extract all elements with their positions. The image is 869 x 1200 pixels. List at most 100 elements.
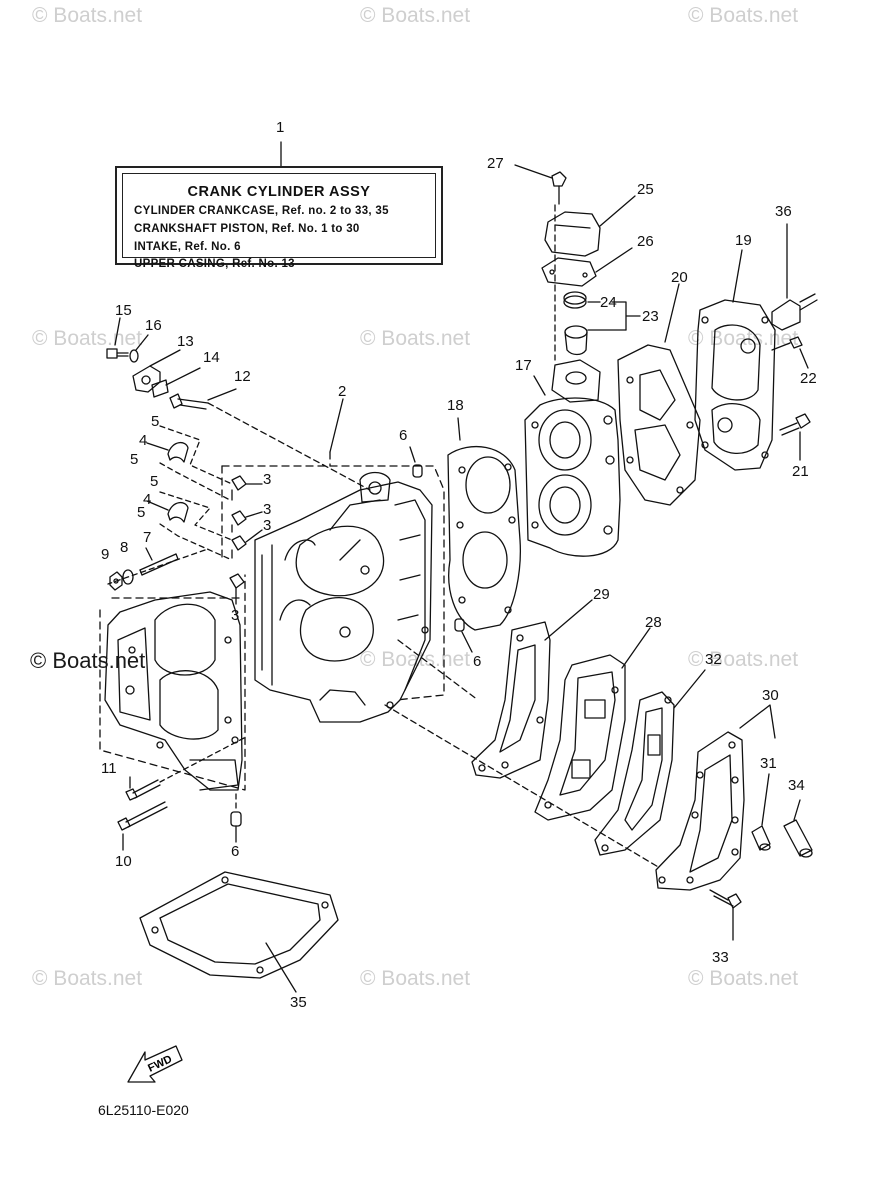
watermark: © Boats.net	[360, 648, 471, 671]
ref-number: 29	[593, 586, 610, 603]
ref-number: 8	[120, 539, 129, 556]
sensor-36	[771, 223, 818, 331]
legend-line: UPPER CASING, Ref. No. 13	[134, 258, 295, 270]
watermark: © Boats.net	[688, 4, 799, 27]
ref-number: 19	[735, 232, 752, 249]
ref-number: 5	[151, 413, 160, 430]
ref-number: 7	[143, 529, 152, 546]
ref-number: 20	[671, 269, 688, 286]
gasket-32	[594, 669, 706, 856]
plug-34	[783, 799, 813, 858]
bolt-3	[231, 529, 263, 559]
forward-direction-arrow	[127, 1045, 183, 1083]
legend-title: CRANK CYLINDER ASSY	[187, 184, 371, 200]
crankcase	[254, 471, 433, 723]
bracket-13	[132, 349, 181, 393]
ref-number: 16	[145, 317, 162, 334]
inner-plate-28	[534, 627, 651, 821]
exhaust-cover-19	[694, 249, 776, 471]
ref-number: 9	[101, 546, 110, 563]
ref-number: 26	[637, 233, 654, 250]
ref-number: 5	[150, 473, 159, 490]
outer-cover-30	[655, 704, 776, 891]
crankcase-assembly-boundary	[99, 451, 445, 791]
watermark: © Boats.net	[688, 327, 799, 350]
dowel-pin-6	[409, 446, 423, 478]
ref-number: 3	[263, 501, 272, 518]
ref-number: 6	[473, 653, 482, 670]
ref-number: 2	[338, 383, 347, 400]
washer-9	[109, 571, 123, 591]
ref-number: 31	[760, 755, 777, 772]
assembly-guide-lines	[384, 639, 661, 869]
ref-number: 21	[792, 463, 809, 480]
ref-number: 1	[276, 119, 285, 136]
dowel-pin-6	[230, 811, 242, 843]
ref-number: 33	[712, 949, 729, 966]
ref-number: 22	[800, 370, 817, 387]
legend-line: CRANKSHAFT PISTON, Ref. No. 1 to 30	[134, 223, 360, 235]
ref-number: 28	[645, 614, 662, 631]
bolt-27	[514, 164, 567, 361]
watermark: © Boats.net	[360, 4, 471, 27]
ref-number: 13	[177, 333, 194, 350]
ref-number: 6	[231, 843, 240, 860]
ref-number: 24	[600, 294, 617, 311]
ref-number: 17	[515, 357, 532, 374]
watermark: © Boats.net	[30, 648, 146, 673]
bearing-4	[146, 500, 189, 523]
ref-number: 4	[143, 491, 152, 508]
ref-number: 36	[775, 203, 792, 220]
ref-number: 35	[290, 994, 307, 1011]
legend-frame: CRANK CYLINDER ASSY CYLINDER CRANKCASE, …	[122, 173, 436, 270]
stud-7	[139, 547, 179, 576]
ref-number: 32	[705, 651, 722, 668]
exhaust-gasket-20	[617, 283, 701, 506]
bolt-22	[771, 336, 809, 369]
ref-number: 5	[137, 504, 146, 521]
thermostat-24	[563, 291, 601, 309]
bolt-11	[125, 776, 161, 801]
washer-16	[129, 334, 149, 363]
assembly-guide-lines	[107, 425, 233, 585]
bearing-4	[146, 442, 189, 463]
ref-number: 3	[263, 471, 272, 488]
ref-number: 6	[399, 427, 408, 444]
bolt-15	[106, 317, 129, 359]
ref-number: 4	[139, 432, 148, 449]
ref-number: 15	[115, 302, 132, 319]
dowel-pin-6	[454, 618, 473, 653]
legend-line: CYLINDER CRANKCASE, Ref. no. 2 to 33, 35	[134, 205, 389, 217]
ref-number: 10	[115, 853, 132, 870]
bolt-10	[117, 801, 168, 851]
watermark: © Boats.net	[360, 967, 471, 990]
watermark: © Boats.net	[32, 4, 143, 27]
watermark: © Boats.net	[360, 327, 471, 350]
assembly-legend: CRANK CYLINDER ASSY CYLINDER CRANKCASE, …	[115, 166, 443, 270]
ref-number: 3	[231, 607, 240, 624]
bolt-3	[229, 573, 245, 605]
ref-number: 14	[203, 349, 220, 366]
legend-line: INTAKE, Ref. No. 6	[134, 241, 241, 253]
ref-number: 12	[234, 368, 251, 385]
ref-number: 34	[788, 777, 805, 794]
gasket-26	[541, 247, 633, 287]
thermostat-cover-25	[544, 195, 636, 257]
watermark: © Boats.net	[688, 648, 799, 671]
head-gasket-18	[447, 417, 521, 631]
ref-number: 23	[642, 308, 659, 325]
ref-number: 18	[447, 397, 464, 414]
cylinder-head-17	[524, 359, 621, 557]
plug-31	[751, 773, 771, 851]
bolt-3	[231, 510, 263, 533]
diagram-code: 6L25110-E020	[98, 1102, 189, 1118]
ref-number: 5	[130, 451, 139, 468]
watermark: © Boats.net	[688, 967, 799, 990]
ref-number: 11	[101, 760, 117, 777]
ref-number: 25	[637, 181, 654, 198]
ref-number: 27	[487, 155, 504, 172]
bolt-12	[169, 388, 237, 410]
thermostat-23	[564, 301, 641, 356]
bolt-33	[709, 889, 742, 941]
